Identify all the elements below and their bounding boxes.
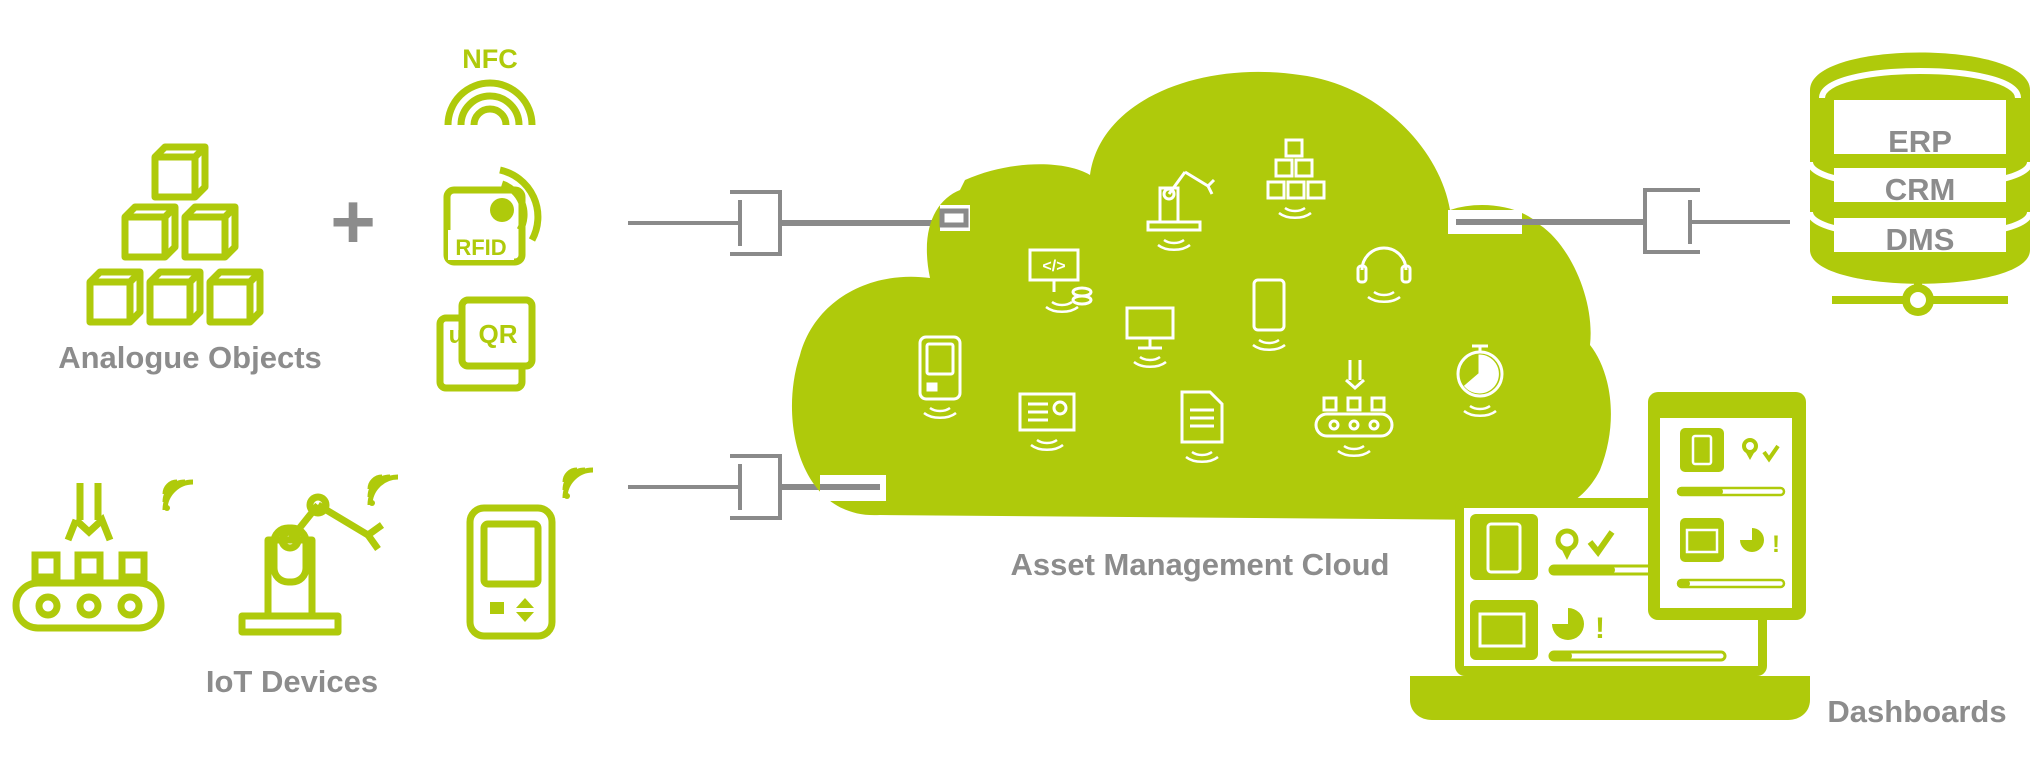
rfid-label: RFID xyxy=(455,235,506,260)
cloud-robot-arm-icon xyxy=(1146,170,1216,232)
analogue-objects-label: Analogue Objects xyxy=(58,340,322,375)
wifi-signal-icon xyxy=(369,477,398,506)
plus-sign: + xyxy=(330,177,376,265)
wifi-signal-icon xyxy=(164,482,193,511)
qr-tag-icon: u QR xyxy=(436,296,536,392)
iot-devices-label: IoT Devices xyxy=(206,664,378,699)
qr-label: QR xyxy=(479,319,518,349)
code-glyph: </> xyxy=(1042,258,1065,275)
cloud-certificate-icon xyxy=(1018,392,1076,432)
dashboards-label: Dashboards xyxy=(1827,694,2006,729)
cloud-code-icon: </> xyxy=(1028,248,1093,306)
alert-mark: ! xyxy=(1595,612,1605,645)
nfc-label: NFC xyxy=(462,44,518,74)
handheld-device-icon xyxy=(466,504,556,640)
connector-right xyxy=(1520,188,1790,254)
box-stack-icon xyxy=(90,147,260,322)
cloud-stopwatch-icon xyxy=(1456,344,1504,398)
db-erp-label: ERP xyxy=(1888,124,1952,159)
asset-cloud xyxy=(791,71,1611,520)
conveyor-robot-icon xyxy=(12,483,165,632)
alert-mark: ! xyxy=(1772,531,1780,558)
db-dms-label: DMS xyxy=(1886,222,1955,257)
connector-top-left xyxy=(628,190,960,256)
qr-prefix-label: u xyxy=(449,322,464,349)
cloud-box-stack-icon xyxy=(1266,138,1326,200)
asset-cloud-label: Asset Management Cloud xyxy=(1011,547,1390,582)
cloud-handheld-icon xyxy=(918,335,962,401)
nfc-icon xyxy=(444,79,536,126)
cloud-headset-icon xyxy=(1356,246,1412,284)
cloud-conveyor-icon xyxy=(1314,360,1394,438)
cloud-phone-icon xyxy=(1252,278,1286,332)
cloud-monitor-icon xyxy=(1125,306,1175,350)
tablet-dashboard-icon: ! xyxy=(1648,392,1806,620)
rfid-tag-icon: RFID xyxy=(443,166,542,266)
database-icon: ERP CRM DMS xyxy=(1807,52,2033,316)
robot-arm-icon xyxy=(238,493,385,636)
db-crm-label: CRM xyxy=(1885,172,1956,207)
wifi-signal-icon xyxy=(564,470,593,499)
cloud-document-icon xyxy=(1180,390,1224,444)
